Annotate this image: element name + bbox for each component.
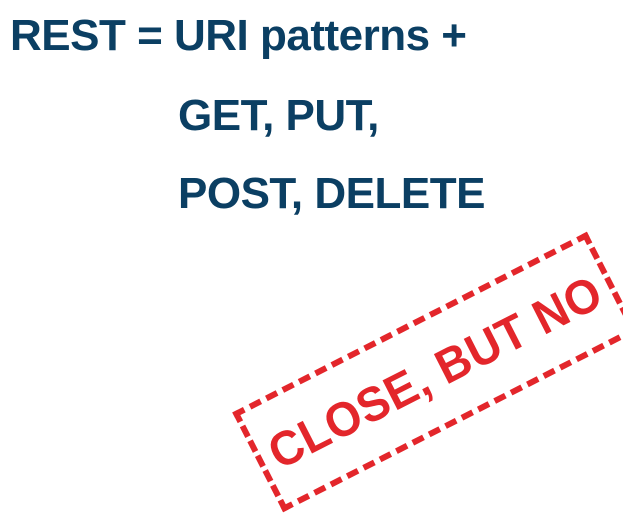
stamp-text: CLOSE, BUT NO xyxy=(259,264,611,480)
heading-line-2: GET, PUT, xyxy=(178,91,379,140)
heading-line-3: POST, DELETE xyxy=(178,169,485,218)
rejection-stamp: CLOSE, BUT NO xyxy=(232,231,623,513)
heading-line-1: REST = URI patterns + xyxy=(10,11,467,60)
